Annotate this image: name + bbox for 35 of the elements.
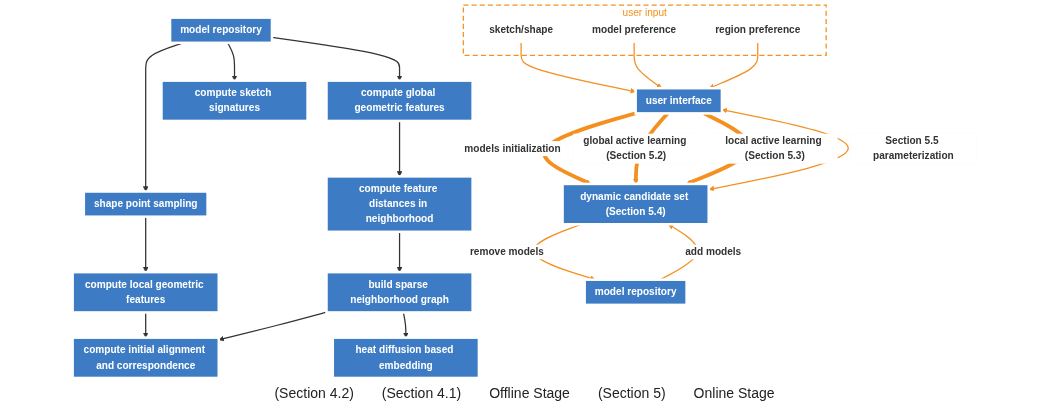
node-box: compute initial alignment and correspondence	[71, 336, 221, 380]
node-text: model preference	[592, 24, 677, 36]
node-box: compute local geometric features	[71, 270, 221, 314]
caption-label: Offline Stage	[489, 385, 570, 401]
caption-label: Online Stage	[693, 385, 775, 401]
arrow	[396, 120, 403, 177]
node-box: dynamic candidate set (Section 5.4)	[561, 182, 710, 226]
arrow	[227, 42, 238, 81]
node-box: user interface	[634, 86, 724, 115]
node-box: compute feature distances in neighborhood	[325, 175, 474, 234]
arrow	[633, 42, 662, 89]
node-box: model repository	[583, 278, 688, 307]
edge-label: models initialization	[464, 143, 561, 154]
node-text: region preference	[715, 24, 801, 36]
node-box: heat diffusion based embedding	[331, 336, 481, 380]
node-box: compute sketch signatures	[160, 79, 309, 123]
edge-label: local active learning (Section 5.3)	[725, 135, 822, 162]
caption-label: (Section 4.2)	[274, 385, 354, 401]
node-box: model repository	[168, 16, 274, 45]
edge-label: Section 5.5 parameterization	[873, 135, 954, 162]
node-text: sketch/shape	[489, 24, 554, 36]
arrow	[396, 231, 403, 273]
edge-label: global active learning (Section 5.2)	[583, 135, 687, 162]
node-box: build sparse neighborhood graph	[325, 270, 474, 314]
arrow	[708, 42, 759, 89]
arrow	[142, 216, 149, 273]
node-box: compute global geometric features	[325, 79, 474, 123]
arrow	[520, 42, 636, 94]
caption-label: (Section 5)	[597, 385, 666, 401]
arrow	[708, 107, 849, 192]
edge-label: remove models	[469, 246, 544, 258]
edge-label: add models	[685, 246, 742, 258]
arrow	[218, 311, 328, 342]
arrow	[271, 36, 403, 81]
node-box: shape point sampling	[82, 190, 209, 218]
